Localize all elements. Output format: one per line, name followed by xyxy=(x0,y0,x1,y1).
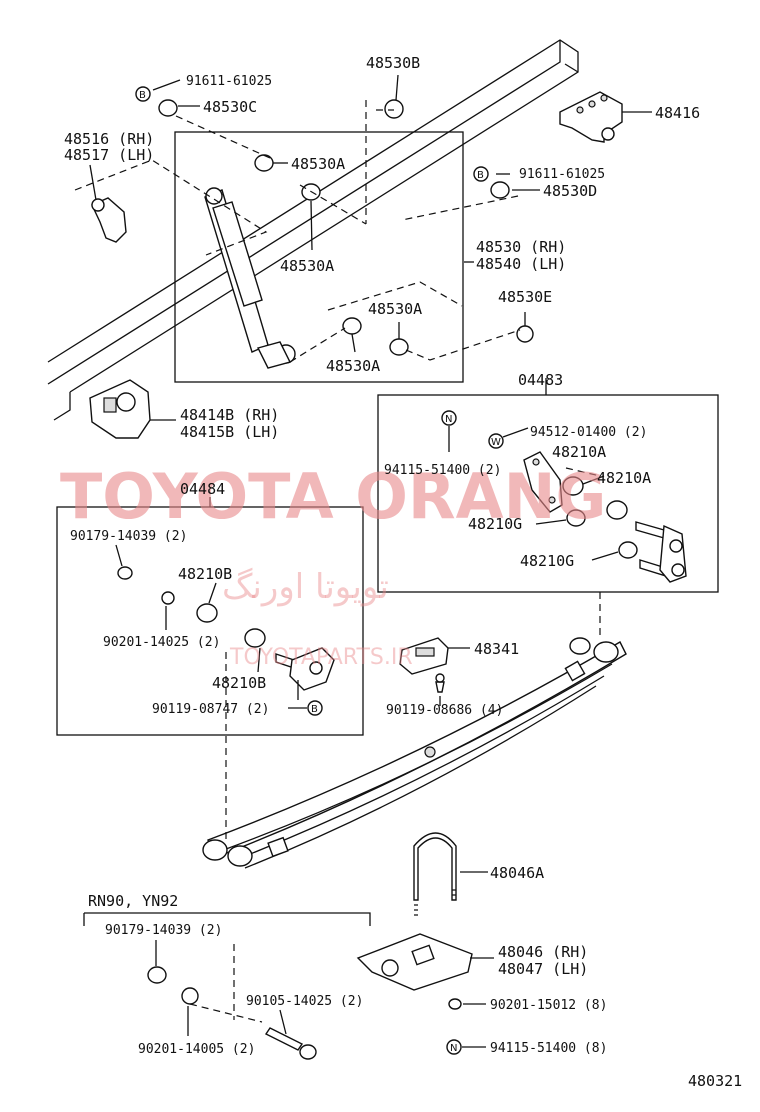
watermark-persian: تویوتا اورنگ xyxy=(222,567,389,607)
shackle-bolt-plate-icon xyxy=(275,647,335,691)
b-symbol-icon: B xyxy=(473,166,489,182)
label-48047: 48047 (LH) xyxy=(498,960,588,978)
label-48416: 48416 xyxy=(655,104,700,122)
b-symbol-icon: B xyxy=(135,86,151,102)
shock-absorber-icon xyxy=(204,187,296,369)
shackle-pin-icon xyxy=(635,521,687,583)
label-48530d: 48530D xyxy=(543,182,597,200)
rivet-icon xyxy=(435,673,445,693)
label-94115-a: 94115-51400 (2) xyxy=(384,463,501,478)
label-90179-b: 90179-14039 (2) xyxy=(105,923,222,938)
w-symbol-text: W xyxy=(491,437,501,448)
label-48210b-2: 48210B xyxy=(212,674,266,692)
label-48540: 48540 (LH) xyxy=(476,255,566,273)
label-48530a-4: 48530A xyxy=(326,357,380,375)
label-48210a-2: 48210A xyxy=(597,469,651,487)
label-48046: 48046 (RH) xyxy=(498,943,588,961)
label-48530: 48530 (RH) xyxy=(476,238,566,256)
label-48210a-1: 48210A xyxy=(552,443,606,461)
label-48530a-3: 48530A xyxy=(368,300,422,318)
label-90179-a: 90179-14039 (2) xyxy=(70,529,187,544)
leaf-spring-icon xyxy=(202,637,627,869)
label-48517: 48517 (LH) xyxy=(64,146,154,164)
label-90201-b: 90201-14005 (2) xyxy=(138,1042,255,1057)
label-04484: 04484 xyxy=(180,480,225,498)
label-48530a-1: 48530A xyxy=(291,155,345,173)
n-symbol-text: N xyxy=(445,414,452,425)
label-90119-a: 90119-08747 (2) xyxy=(152,702,269,717)
bushing-48210a-icon xyxy=(562,476,628,520)
bracket-48416-icon xyxy=(559,91,623,143)
label-48414b: 48414B (RH) xyxy=(180,406,279,424)
w-symbol-icon: W xyxy=(488,433,504,449)
n-symbol-icon: N xyxy=(446,1039,462,1055)
bushing-48530d-icon xyxy=(490,181,510,199)
label-48530a-2: 48530A xyxy=(280,257,334,275)
bracket-48516-icon xyxy=(91,197,127,243)
bolt-90105-icon xyxy=(264,1027,317,1060)
nut-90201-c-icon xyxy=(448,998,462,1010)
b-symbol-text: B xyxy=(139,90,146,101)
bushing-48530c-icon xyxy=(158,99,178,117)
label-90201-c: 90201-15012 (8) xyxy=(490,998,607,1013)
label-94115-b: 94115-51400 (8) xyxy=(490,1041,607,1056)
bushing-48530a-icon xyxy=(254,154,409,356)
shackle-plate-icon xyxy=(523,451,563,513)
label-48046a: 48046A xyxy=(490,864,544,882)
n-symbol-icon: N xyxy=(441,410,457,426)
washer-90201-icon xyxy=(161,591,175,605)
nut-90179-icon xyxy=(117,566,133,580)
b-symbol-text: B xyxy=(311,704,318,715)
label-48210g-1: 48210G xyxy=(468,515,522,533)
hanger-48414b-icon xyxy=(89,379,151,439)
label-48530c: 48530C xyxy=(203,98,257,116)
watermark-site: TOYOTAPARTS.IR xyxy=(229,645,413,670)
label-48530b: 48530B xyxy=(366,54,420,72)
bushing-48210b-icon xyxy=(196,603,266,648)
label-rn90-yn92: RN90, YN92 xyxy=(88,892,178,910)
shock-group-box xyxy=(174,131,464,383)
label-48415b: 48415B (LH) xyxy=(180,423,279,441)
label-48210b-1: 48210B xyxy=(178,565,232,583)
label-90105: 90105-14025 (2) xyxy=(246,994,363,1009)
watermark-text: TOYOTA ORANG xyxy=(60,460,606,533)
kit-04483-box xyxy=(377,394,719,593)
label-91611-top: 91611-61025 xyxy=(186,74,272,89)
label-90119-b: 90119-08686 (4) xyxy=(386,703,503,718)
diagram-id: 480321 xyxy=(688,1072,742,1090)
b-symbol-text: B xyxy=(477,170,484,181)
label-48210g-2: 48210G xyxy=(520,552,574,570)
b-symbol-icon: B xyxy=(307,700,323,716)
spring-clamp-48341-icon xyxy=(399,637,449,675)
frame-rail xyxy=(47,39,579,421)
nut-90179-b-icon xyxy=(147,966,167,984)
washer-90201-b-icon xyxy=(181,987,199,1005)
spring-seat-48046-icon xyxy=(356,933,473,991)
label-04483: 04483 xyxy=(518,371,563,389)
label-94512: 94512-01400 (2) xyxy=(530,425,647,440)
label-48530e: 48530E xyxy=(498,288,552,306)
bushing-48530e-icon xyxy=(516,325,534,343)
label-90201-a: 90201-14025 (2) xyxy=(103,635,220,650)
u-bolt-icon xyxy=(413,832,457,916)
n-symbol-text: N xyxy=(450,1043,457,1054)
label-48516: 48516 (RH) xyxy=(64,130,154,148)
bushing-48530b-icon xyxy=(384,99,404,119)
label-48341: 48341 xyxy=(474,640,519,658)
bushing-48210g-icon xyxy=(566,509,638,559)
label-91611-right: 91611-61025 xyxy=(519,167,605,182)
